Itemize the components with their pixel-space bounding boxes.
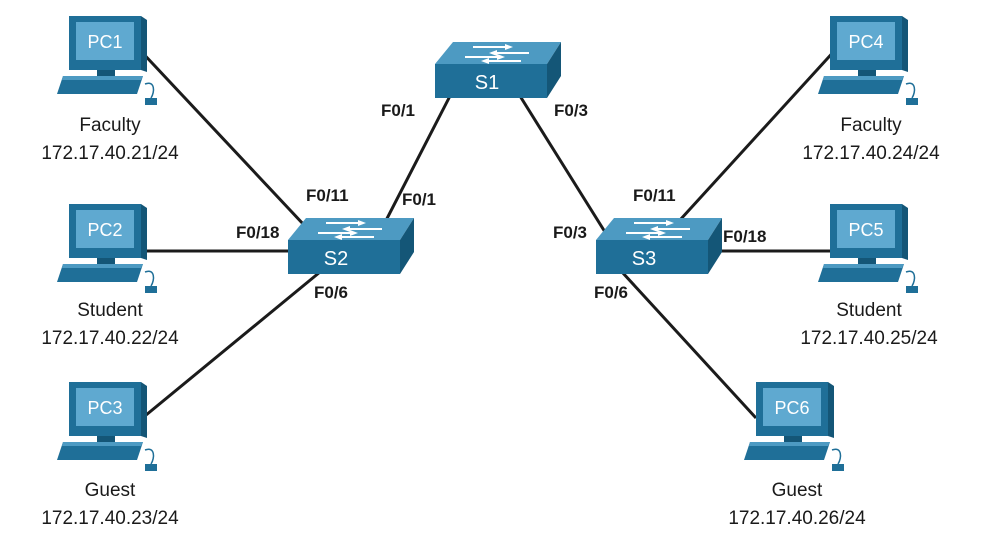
port-label-s1-f0-3: F0/3 bbox=[554, 101, 589, 120]
pc2-screen-label: PC2 bbox=[87, 220, 122, 240]
pc5-ip: 172.17.40.25/24 bbox=[800, 328, 938, 349]
port-label-s3-f0-18: F0/18 bbox=[723, 227, 767, 246]
switch-s3-label: S3 bbox=[632, 248, 656, 270]
pc5-screen-label: PC5 bbox=[848, 220, 883, 240]
switch-s3[interactable]: S3 bbox=[595, 217, 723, 275]
pc3-ip: 172.17.40.23/24 bbox=[41, 508, 179, 529]
link-pc4-s3 bbox=[678, 46, 839, 222]
pc-pc5[interactable]: PC5 bbox=[817, 203, 919, 294]
pc-pc4[interactable]: PC4 bbox=[817, 15, 919, 106]
port-label-s3-f0-3: F0/3 bbox=[553, 223, 588, 242]
pc-pc3[interactable]: PC3 bbox=[56, 381, 158, 472]
pc2-role: Student bbox=[77, 300, 143, 321]
pc1-ip: 172.17.40.21/24 bbox=[41, 143, 179, 164]
switch-s2-label: S2 bbox=[324, 248, 348, 270]
pc-pc6[interactable]: PC6 bbox=[743, 381, 845, 472]
port-label-s2-f0-11: F0/11 bbox=[306, 186, 349, 205]
switch-s1[interactable]: S1 bbox=[434, 41, 562, 99]
pc3-screen-label: PC3 bbox=[87, 398, 122, 418]
link-pc1-s2 bbox=[136, 46, 307, 228]
pc3-role: Guest bbox=[84, 480, 136, 501]
pc-pc2[interactable]: PC2 bbox=[56, 203, 158, 294]
port-label-s2-f0-18: F0/18 bbox=[236, 223, 280, 242]
port-label-s1-f0-1: F0/1 bbox=[381, 101, 416, 120]
pc6-screen-label: PC6 bbox=[774, 398, 809, 418]
port-label-s2-f0-6: F0/6 bbox=[314, 283, 349, 302]
link-s1-s3 bbox=[518, 95, 612, 241]
link-s1-s2 bbox=[376, 95, 452, 237]
pc6-ip: 172.17.40.26/24 bbox=[728, 508, 866, 529]
pc1-role: Faculty bbox=[79, 115, 141, 136]
pc6-role: Guest bbox=[771, 480, 823, 501]
pc4-screen-label: PC4 bbox=[848, 32, 883, 52]
link-pc6-s3 bbox=[620, 270, 758, 420]
switch-s1-label: S1 bbox=[475, 72, 499, 94]
links bbox=[136, 46, 839, 422]
pc-pc1[interactable]: PC1 bbox=[56, 15, 158, 106]
port-label-s2-f0-1: F0/1 bbox=[402, 190, 437, 209]
port-label-s3-f0-6: F0/6 bbox=[594, 283, 629, 302]
pc1-screen-label: PC1 bbox=[87, 32, 122, 52]
port-label-s3-f0-11: F0/11 bbox=[633, 186, 676, 205]
pc2-ip: 172.17.40.22/24 bbox=[41, 328, 179, 349]
pc4-role: Faculty bbox=[840, 115, 902, 136]
link-pc3-s2 bbox=[139, 270, 321, 422]
pc4-ip: 172.17.40.24/24 bbox=[802, 143, 940, 164]
pc5-role: Student bbox=[836, 300, 902, 321]
switch-s2[interactable]: S2 bbox=[287, 217, 415, 275]
